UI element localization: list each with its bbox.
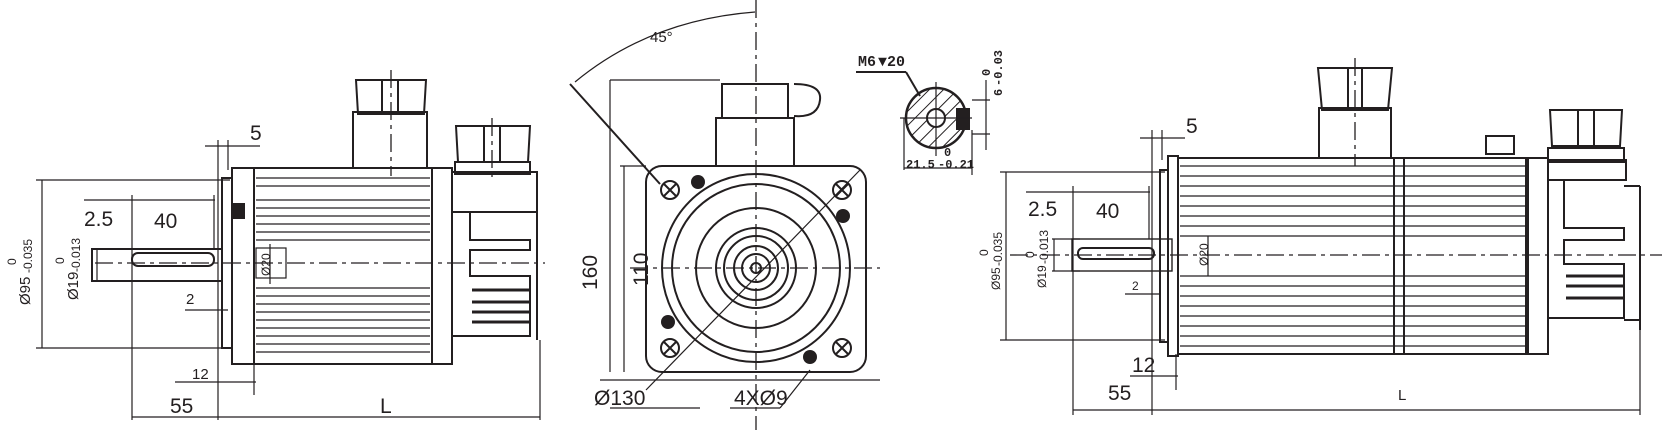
thread-depth: 20 [887,54,905,71]
dim-flange-thickness-r: 5 [1186,115,1198,138]
dim-shaft-step: 2.5 [84,208,113,231]
dim-pcd: Ø130 [594,387,645,410]
dim-shaft-dia-r: Ø19 [1035,265,1049,288]
dim-inner: 110 [630,253,653,286]
dim-flange-offset: 12 [192,366,209,383]
dim-boss-dia-r: Ø20 [1197,243,1211,266]
thread-label: M6 [858,54,876,71]
shaft-cross-section: M6▼20 21.5 -0.21 0 6 -0.03 0 [856,50,1006,175]
key-width-tol-lower: -0.03 [992,50,1006,86]
dim-flange-tol-upper-r: 0 [977,249,991,256]
dim-shaft-length: 55 [170,395,193,418]
dim-shaft-dia: Ø19 [65,272,82,300]
front-flange-view: 45° 160 110 Ø130 4XØ9 [569,0,880,430]
dim-flange-dia: Ø95 [17,277,34,305]
dim-flange-offset-r: 12 [1132,354,1155,377]
dim-flange-tol-upper: 0 [5,258,19,265]
dim-flange-dia-r: Ø95 [989,267,1003,290]
dim-shaft-step-r: 2.5 [1028,198,1057,221]
side-view-standard: 5 2.5 40 2 12 55 L Ø95 -0.035 0 Ø19 -0.0… [5,70,545,420]
dim-square: 160 [579,255,602,290]
key-height-tol-upper: 0 [944,146,951,160]
dim-boss-dia: Ø20 [259,253,273,276]
svg-text:M6▼20: M6▼20 [858,54,905,71]
dim-keyway-length: 40 [154,210,177,233]
dim-shaft-tol-lower: -0.013 [69,238,83,272]
dim-shaft-tol-upper: 0 [53,257,67,264]
dim-body-length-r: L [1398,387,1406,404]
dim-shaft-tol-upper-r: 0 [1023,251,1037,258]
key-width-tol-upper: 0 [980,69,994,76]
dim-spigot: 2 [186,291,194,308]
dim-body-length: L [380,395,392,418]
dim-keyway-length-r: 40 [1096,200,1119,223]
dim-flange-thickness: 5 [250,122,262,145]
key-height-tol-lower: -0.21 [938,158,974,172]
dim-spigot-r: 2 [1132,279,1139,293]
key-height: 21.5 [906,158,935,172]
dim-angle: 45° [650,29,673,46]
dim-holes: 4XØ9 [734,387,788,410]
key-width: 6 [992,89,1006,96]
dim-shaft-length-r: 55 [1108,382,1131,405]
dim-shaft-tol-lower-r: -0.013 [1037,230,1051,264]
dim-flange-tol-lower-r: -0.035 [991,232,1005,266]
dim-flange-tol-lower: -0.035 [21,239,35,273]
side-view-with-brake: 5 2.5 40 2 12 55 L Ø95 -0.035 0 Ø19 -0.0… [977,58,1662,415]
